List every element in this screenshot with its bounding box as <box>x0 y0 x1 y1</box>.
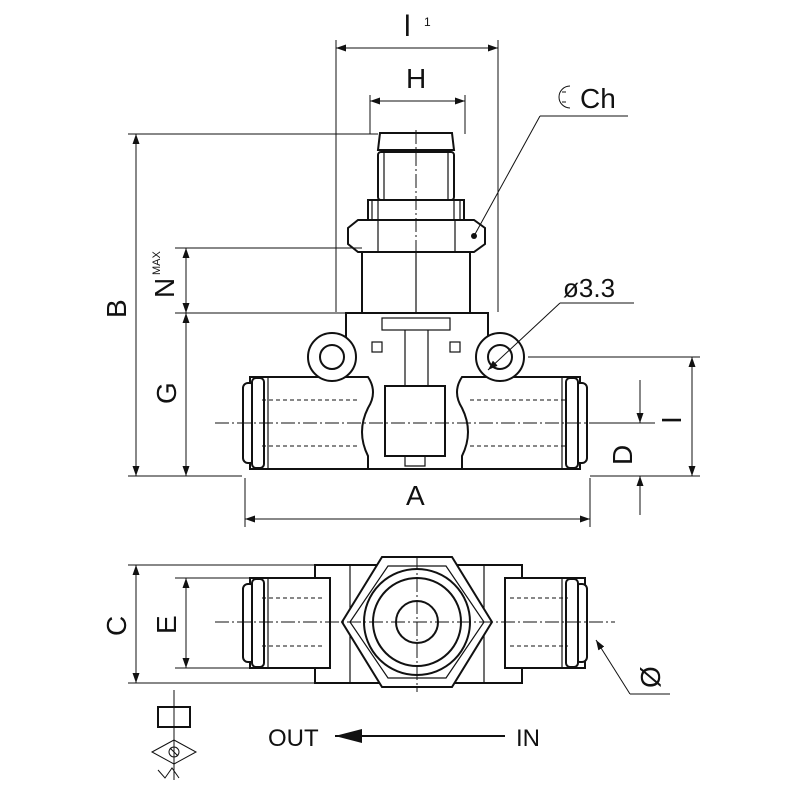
hole-leader <box>487 302 561 371</box>
label-e: E <box>151 615 182 634</box>
front-labels: l 1 H Ch B N MAX G ø3.3 I D A <box>101 10 687 511</box>
bottom-dimensions: C E Ø <box>101 564 670 695</box>
label-dia: Ø <box>635 666 666 688</box>
flow-control-valve-symbol <box>150 690 198 780</box>
bottom-left-collet <box>242 578 269 668</box>
label-l1: l <box>404 10 411 43</box>
ch-leader <box>473 115 541 237</box>
front-dimensions <box>128 40 700 527</box>
flow-direction: OUT IN <box>268 725 540 752</box>
label-n: N <box>149 278 180 298</box>
label-in: IN <box>516 725 540 752</box>
bottom-right-collet <box>561 578 588 668</box>
label-n-max: MAX <box>151 251 163 276</box>
label-l1-sub: 1 <box>424 15 431 29</box>
label-c: C <box>101 616 132 636</box>
front-view <box>215 130 615 470</box>
label-d: D <box>607 445 638 465</box>
label-h: H <box>406 63 426 94</box>
label-out: OUT <box>268 725 319 752</box>
wrench-icon <box>558 85 571 109</box>
label-ch: Ch <box>580 83 616 114</box>
label-b: B <box>101 299 132 318</box>
label-a: A <box>406 480 425 511</box>
bottom-view <box>215 556 615 692</box>
label-i: I <box>656 416 687 424</box>
left-mounting-lug <box>307 332 357 382</box>
label-g: G <box>151 382 182 404</box>
dia-leader <box>595 639 631 695</box>
label-hole-dia: ø3.3 <box>563 273 615 303</box>
body-window <box>384 385 446 457</box>
right-mounting-lug <box>475 332 525 382</box>
